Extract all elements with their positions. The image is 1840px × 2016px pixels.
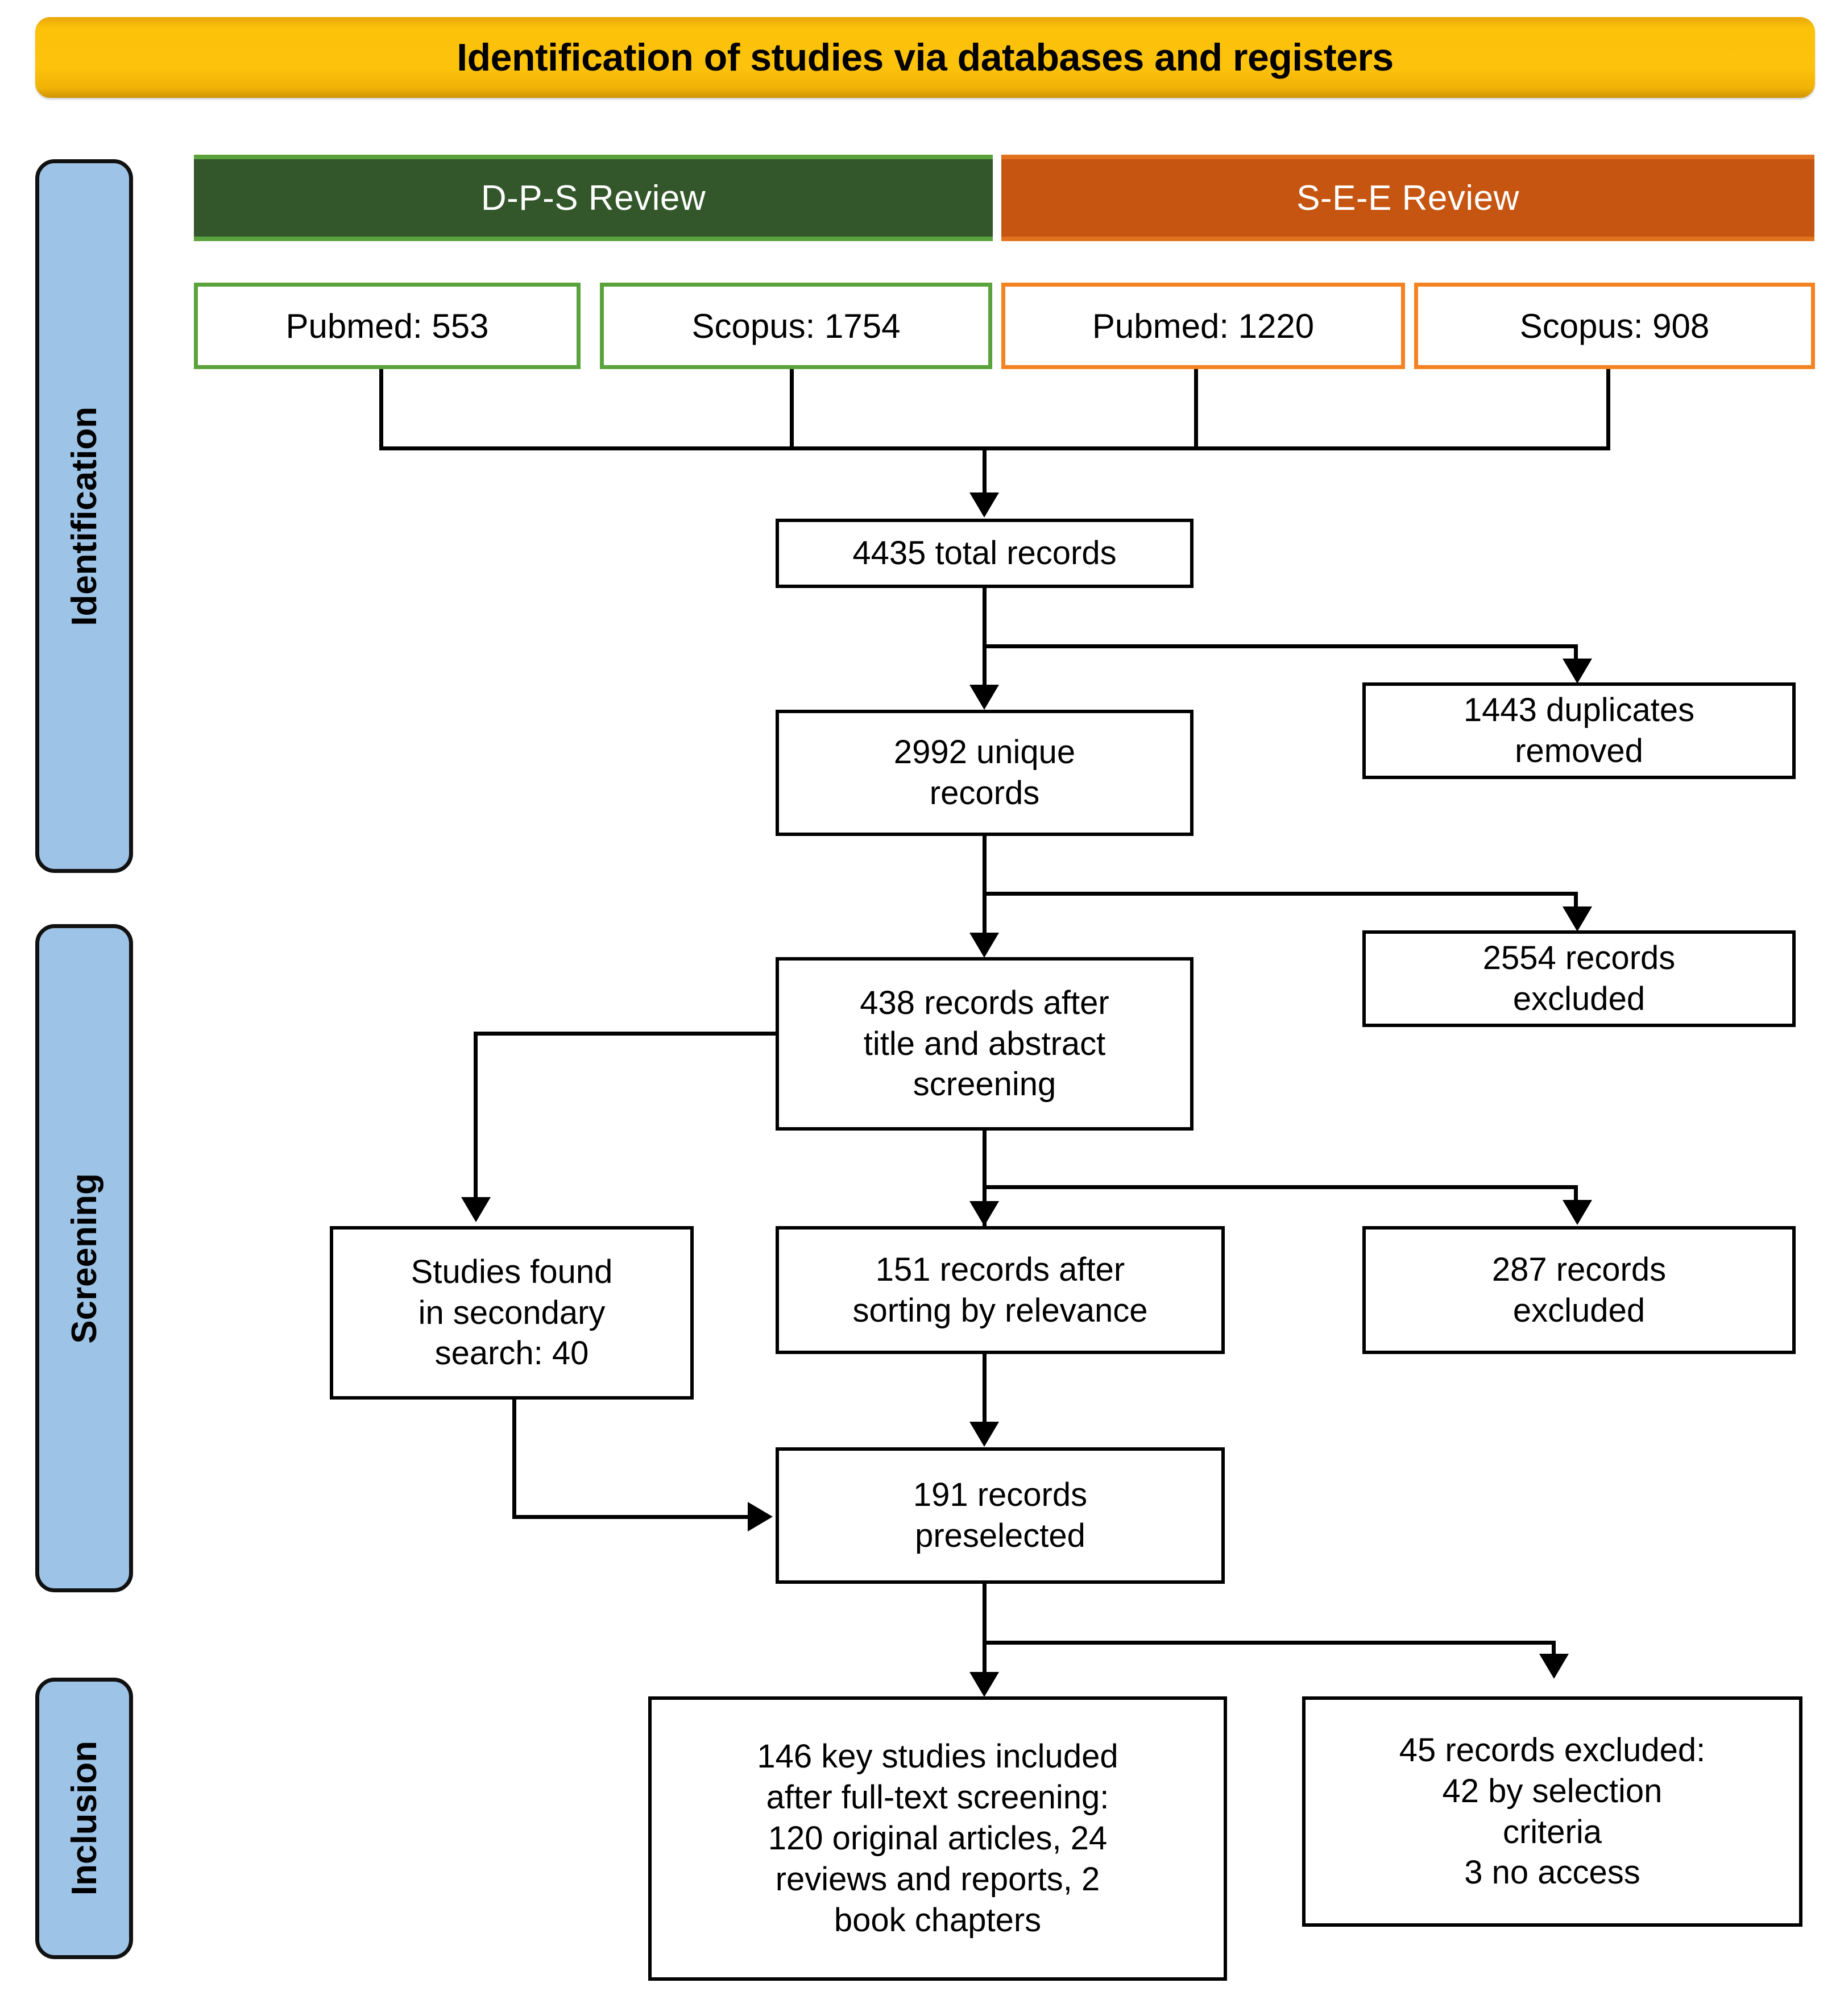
review-header-see: S-E-E Review [1001,155,1814,241]
connector-to-secondary-left [474,1032,778,1036]
arrow-into-total-records [969,492,999,518]
connector-unique-to-excluded [983,892,1578,896]
connector-to-secondary-down [474,1032,478,1199]
arrow-into-excluded-relevance [1563,1200,1592,1225]
arrow-into-excluded-fulltext [1539,1654,1569,1679]
phase-bar-inclusion: Inclusion [35,1678,133,1959]
connector-secondary-down [512,1400,516,1519]
node-total-records: 4435 total records [776,519,1193,588]
connector-preselected-to-excluded [983,1641,1556,1645]
connector-duplicates-drop [1574,644,1578,661]
phase-bar-screening: Screening [35,924,133,1592]
arrow-into-preselected-top [969,1422,999,1447]
connector-secondary-to-preselected [512,1515,748,1519]
connector-total-to-duplicates [983,644,1578,648]
connector-excluded-fulltext-drop [1552,1641,1556,1658]
connector-438-to-excluded [983,1185,1578,1189]
node-total-records-label: 4435 total records [852,535,1117,572]
connector-pubmed-dps-down [379,369,383,446]
connector-unique-down [983,836,987,935]
connector-bus-to-total [983,446,987,495]
phase-label-identification: Identification [64,406,104,626]
arrow-into-unique-records [969,685,999,710]
source-box-pubmed-dps: Pubmed: 553 [194,283,581,369]
connector-excluded-287-drop [1574,1185,1578,1203]
phase-label-screening: Screening [64,1173,104,1344]
source-box-pubmed-see: Pubmed: 1220 [1001,283,1405,369]
diagram-title-banner: Identification of studies via databases … [35,17,1815,98]
phase-label-inclusion: Inclusion [64,1741,104,1896]
source-box-scopus-dps: Scopus: 1754 [600,283,992,369]
arrow-into-excluded-title-abstract [1563,906,1592,932]
connector-438-down [983,1131,987,1232]
connector-total-down [983,588,987,686]
connector-151-down [983,1354,987,1428]
source-box-scopus-see: Scopus: 908 [1414,283,1815,369]
arrow-into-after-relevance [969,1201,999,1226]
arrow-into-included [969,1672,999,1697]
arrow-into-preselected-left [748,1502,773,1531]
connector-scopus-see-down [1606,369,1610,446]
review-header-dps: D-P-S Review [194,155,993,241]
connector-pubmed-see-down [1194,369,1198,446]
arrow-into-duplicates-removed [1563,659,1592,684]
connector-scopus-dps-down [790,369,794,446]
arrow-into-secondary-search [461,1197,491,1222]
connector-excluded-ta-drop [1574,892,1578,910]
arrow-into-after-title-abstract [969,933,999,958]
connector-preselected-down [983,1584,987,1675]
phase-bar-identification: Identification [35,159,133,873]
connector-sources-bus [379,446,1610,450]
